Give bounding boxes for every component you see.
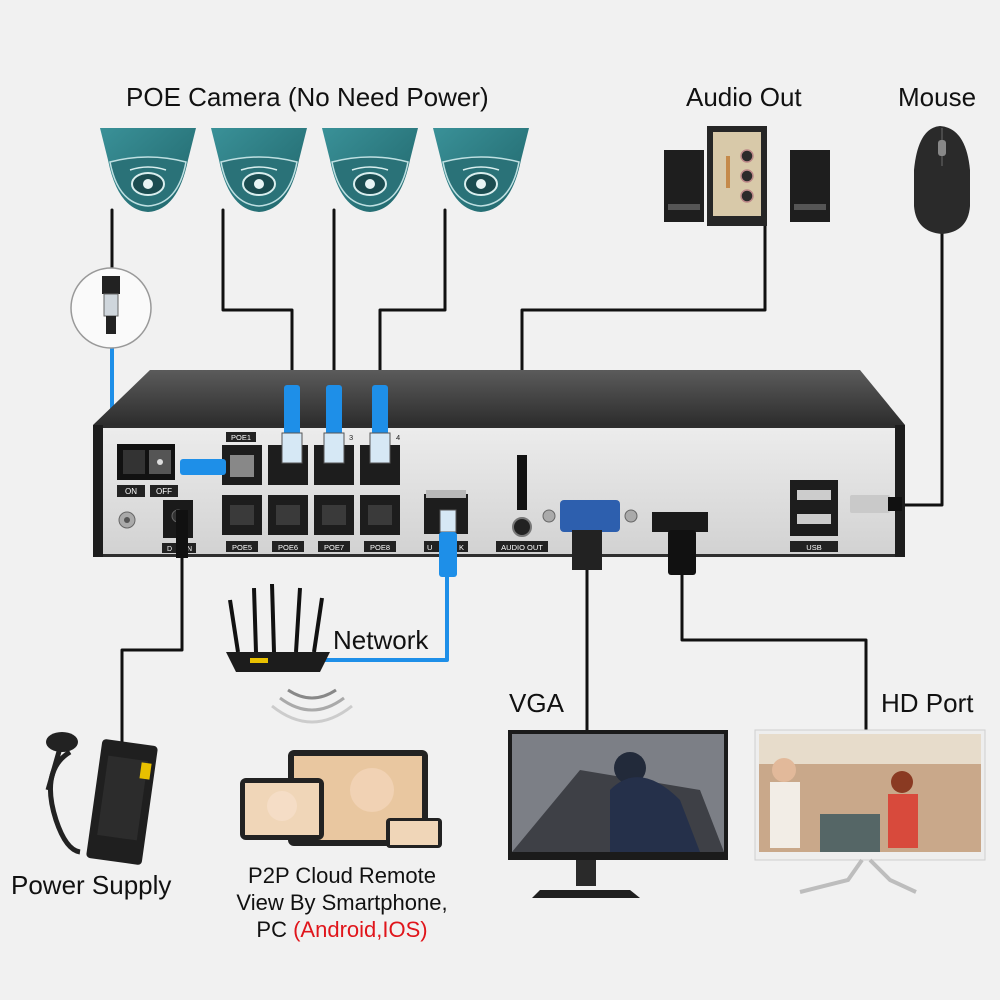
port-poe6-label: POE6 bbox=[278, 543, 298, 552]
speaker-icon bbox=[664, 126, 830, 226]
port-poe4-label: 4 bbox=[396, 433, 400, 442]
network-label: Network bbox=[333, 625, 429, 655]
poe-camera-label: POE Camera (No Need Power) bbox=[126, 82, 489, 112]
dc-in-label-left: D bbox=[167, 546, 172, 553]
hdmi-cable bbox=[680, 573, 868, 737]
mouse-label: Mouse bbox=[898, 82, 977, 112]
port-poe1-label: POE1 bbox=[231, 433, 251, 442]
p2p-line-3: PC (Android,IOS) bbox=[222, 916, 462, 943]
port-poe5-label: POE5 bbox=[232, 543, 252, 552]
poe-cameras bbox=[100, 128, 529, 212]
usb-ports[interactable] bbox=[790, 480, 838, 536]
port-poe3-label: 3 bbox=[349, 433, 353, 442]
audio-out-port[interactable] bbox=[512, 517, 532, 537]
switch-on-label: ON bbox=[125, 487, 137, 496]
p2p-description: P2P Cloud Remote View By Smartphone, PC … bbox=[222, 862, 462, 943]
mouse-cable bbox=[898, 223, 944, 507]
rj45-connector-zoom bbox=[70, 267, 152, 349]
port-poe8-label: POE8 bbox=[370, 543, 390, 552]
camera2-cable bbox=[221, 208, 294, 387]
poe-ports-bottom: POE5 POE6 POE7 POE8 bbox=[222, 495, 400, 552]
dome-camera-icon bbox=[100, 128, 196, 212]
p2p-line-1: P2P Cloud Remote bbox=[248, 863, 436, 888]
tablet-phone-icon bbox=[240, 750, 442, 848]
port-poe7-label: POE7 bbox=[324, 543, 344, 552]
router-icon bbox=[226, 583, 353, 724]
audio-out-port-label: AUDIO OUT bbox=[501, 543, 543, 552]
switch-off-label: OFF bbox=[156, 487, 172, 496]
dome-camera-icon bbox=[322, 128, 418, 212]
monitor-icon bbox=[508, 730, 728, 898]
dc-in-label-right: N bbox=[187, 546, 192, 553]
usb-port-label: USB bbox=[806, 543, 821, 552]
power-cable bbox=[120, 553, 184, 750]
hdmi-port[interactable] bbox=[652, 512, 708, 532]
vga-port[interactable] bbox=[560, 500, 620, 532]
power-adapter-icon bbox=[45, 732, 158, 865]
uplink-label-right: K bbox=[459, 543, 464, 552]
monitor-icon bbox=[754, 729, 986, 894]
uplink-label-left: U bbox=[427, 543, 432, 552]
hd-port-label: HD Port bbox=[881, 688, 974, 718]
network-cable bbox=[288, 573, 449, 662]
p2p-platforms: (Android,IOS) bbox=[293, 917, 428, 942]
power-supply-label: Power Supply bbox=[11, 870, 172, 900]
mouse-icon bbox=[914, 126, 970, 234]
poe-ports-top: POE1 3 4 bbox=[222, 432, 400, 485]
dome-camera-icon bbox=[211, 128, 307, 212]
p2p-line-3-prefix: PC bbox=[256, 917, 294, 942]
p2p-line-2: View By Smartphone, bbox=[236, 890, 448, 915]
dome-camera-icon bbox=[433, 128, 529, 212]
camera4-cable bbox=[378, 208, 447, 387]
plugged-connectors bbox=[176, 385, 902, 577]
vga-label: VGA bbox=[509, 688, 564, 718]
audio-out-label: Audio Out bbox=[686, 82, 802, 112]
